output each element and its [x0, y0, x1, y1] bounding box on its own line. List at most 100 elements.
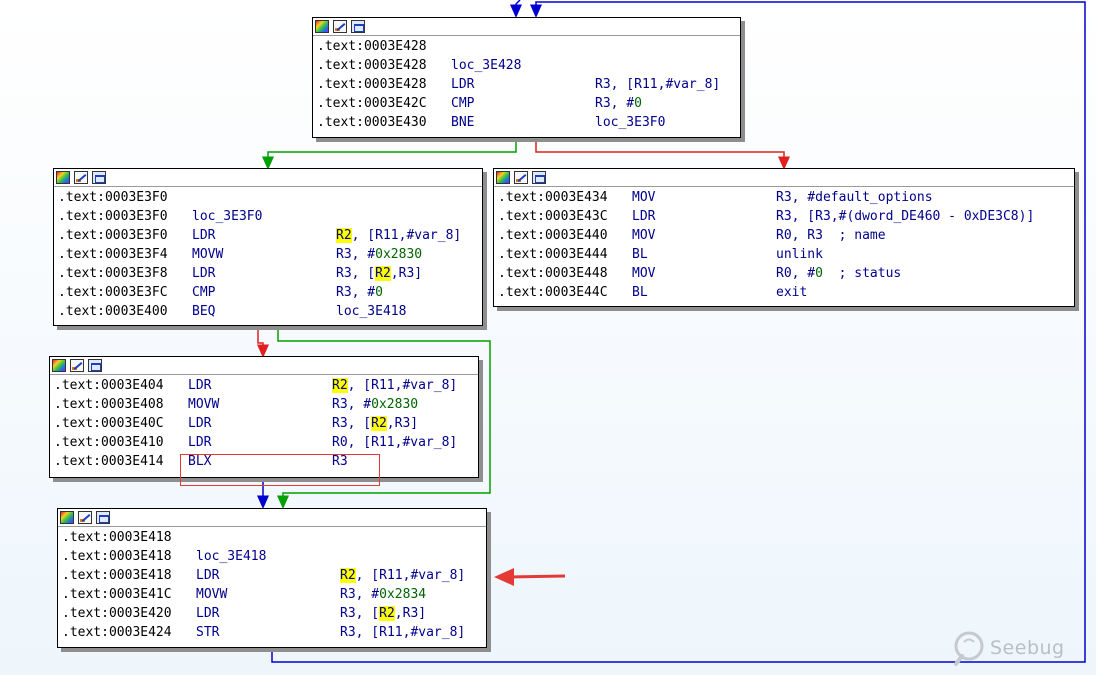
operands[interactable]: R3, #0x2834	[340, 585, 426, 604]
mnemonic: BLX	[188, 454, 212, 469]
operand-text: R3, [R11,#var_8]	[340, 625, 466, 640]
operands[interactable]: R0, R3 ; name	[776, 226, 886, 245]
code-label[interactable]: loc_3E428	[451, 58, 522, 73]
operands[interactable]: unlink	[776, 245, 823, 264]
highlighted-register[interactable]: R2	[371, 416, 387, 431]
address: .text:0003E43C	[498, 209, 608, 224]
mnemonic: MOVW	[196, 587, 228, 602]
mnemonic: LDR	[196, 606, 220, 621]
operands[interactable]: R3, #default_options	[776, 188, 933, 207]
highlighted-register[interactable]: R2	[332, 378, 348, 393]
operands[interactable]: R0, [R11,#var_8]	[332, 433, 457, 452]
graph-window-icon[interactable]	[92, 171, 106, 184]
highlighted-register[interactable]: R2	[340, 568, 356, 583]
block-toolbar	[50, 357, 478, 375]
operands[interactable]: R3, [R3,#(dword_DE460 - 0xDE3C8)]	[776, 207, 1034, 226]
operands[interactable]: R3, [R2,R3]	[340, 604, 426, 623]
palette-icon[interactable]	[60, 511, 74, 524]
edit-pencil-icon[interactable]	[333, 20, 347, 33]
mnemonic: LDR	[451, 77, 475, 92]
edit-pencil-icon[interactable]	[74, 171, 88, 184]
operands[interactable]: R3, [R2,R3]	[332, 414, 418, 433]
operands[interactable]: R3, #0x2830	[336, 245, 422, 264]
address: .text:0003E430	[317, 115, 427, 130]
code-label[interactable]: loc_3E3F0	[192, 209, 263, 224]
graph-window-icon[interactable]	[351, 20, 365, 33]
operands[interactable]: R3	[332, 452, 348, 471]
address: .text:0003E410	[54, 435, 164, 450]
palette-icon[interactable]	[315, 20, 329, 33]
operands[interactable]: exit	[776, 283, 807, 302]
edge-incoming-1	[510, 0, 522, 18]
operands[interactable]: R3, [R11,#var_8]	[340, 623, 465, 642]
highlighted-register[interactable]: R2	[336, 228, 352, 243]
code-line[interactable]: .text:0003E418	[58, 528, 486, 547]
mnemonic: BL	[632, 285, 648, 300]
blx-highlight-box	[180, 454, 380, 486]
palette-icon[interactable]	[56, 171, 70, 184]
code-line[interactable]: .text:0003E428	[313, 37, 740, 56]
highlighted-register[interactable]: R2	[379, 606, 395, 621]
operands[interactable]: R3, [R11,#var_8]	[595, 75, 720, 94]
operand-text: R3, #	[332, 397, 372, 412]
address: .text:0003E400	[58, 304, 168, 319]
edit-pencil-icon[interactable]	[78, 511, 92, 524]
graph-window-icon[interactable]	[88, 359, 102, 372]
code-line[interactable]: .text:0003E3F0	[54, 188, 482, 207]
operands[interactable]: R3, #0	[336, 283, 383, 302]
edit-pencil-icon[interactable]	[70, 359, 84, 372]
immediate-value: 0x2830	[375, 247, 423, 262]
operand-text: exit	[776, 285, 808, 300]
code-label[interactable]: loc_3E418	[196, 549, 267, 564]
operands[interactable]: R2, [R11,#var_8]	[332, 376, 457, 395]
palette-icon[interactable]	[496, 171, 510, 184]
palette-icon[interactable]	[52, 359, 66, 372]
highlighted-register[interactable]: R2	[375, 266, 391, 281]
operands[interactable]: loc_3E3F0	[595, 113, 665, 132]
annotation-arrow	[507, 574, 566, 579]
operands[interactable]: R0, #0 ; status	[776, 264, 901, 283]
graph-window-icon[interactable]	[96, 511, 110, 524]
seebug-logo-icon	[954, 631, 984, 666]
operand-text: R3, [R3,#(dword_DE460 - 0xDE3C8)]	[776, 209, 1035, 224]
operands[interactable]: R2, [R11,#var_8]	[340, 566, 465, 585]
operands[interactable]: R3, #0x2830	[332, 395, 418, 414]
graph-window-icon[interactable]	[532, 171, 546, 184]
operands[interactable]: R3, [R2,R3]	[336, 264, 422, 283]
operands[interactable]: R2, [R11,#var_8]	[336, 226, 461, 245]
operands[interactable]: loc_3E418	[336, 302, 406, 321]
edit-pencil-icon[interactable]	[514, 171, 528, 184]
operands[interactable]: R3, #0	[595, 94, 642, 113]
